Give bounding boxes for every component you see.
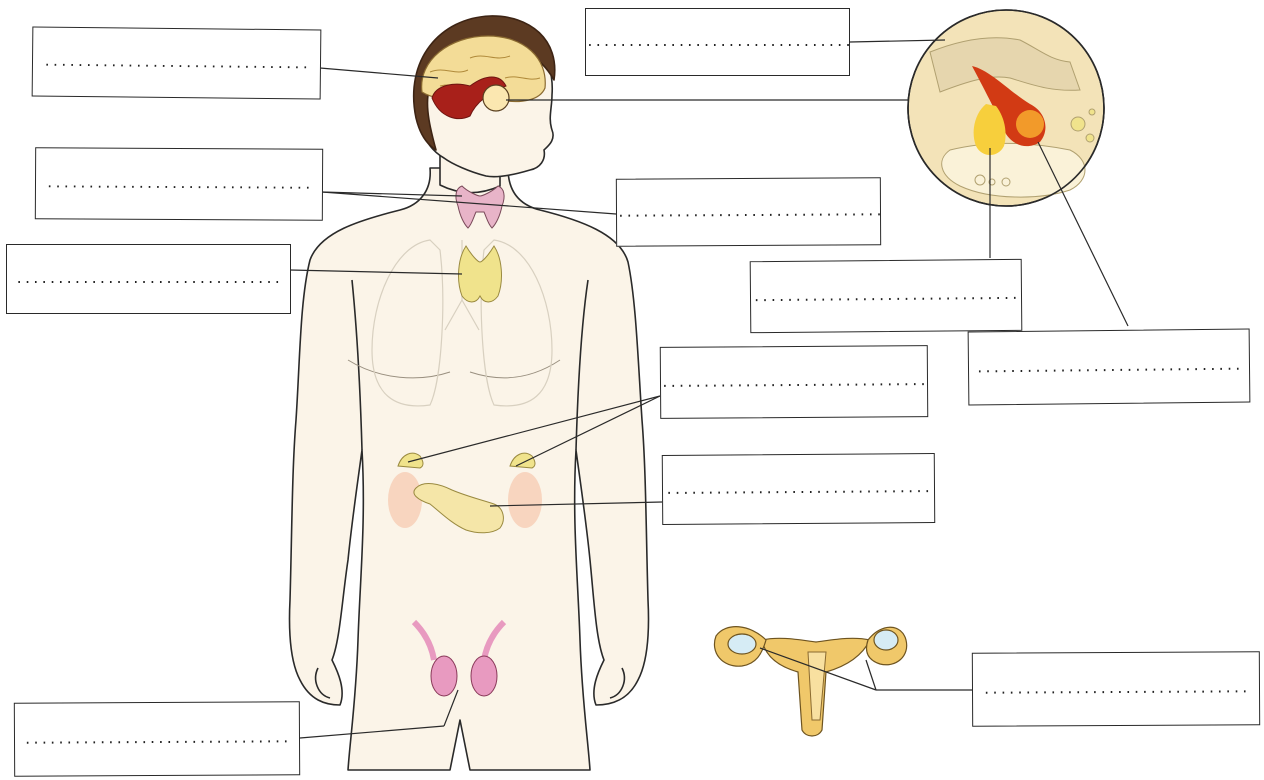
kidney-left — [388, 472, 422, 528]
label-dots: ................................ — [976, 358, 1243, 376]
label-box-adrenal[interactable]: ................................ — [660, 345, 928, 419]
label-dots: ................................ — [983, 681, 1250, 697]
label-dots: ................................ — [24, 731, 291, 747]
label-box-anterior-pituitary[interactable]: ................................ — [968, 329, 1251, 406]
label-box-posterior-pituitary[interactable]: ................................ — [750, 259, 1023, 333]
label-box-hypothalamus[interactable]: ................................ — [32, 26, 322, 99]
label-dots: ................................ — [15, 272, 281, 287]
label-dots: ................................ — [753, 287, 1020, 304]
pituitary-inset — [908, 10, 1104, 206]
label-dots: ................................ — [617, 204, 880, 220]
label-box-thymus[interactable]: ................................ — [6, 244, 291, 314]
uterus-ovaries — [714, 627, 906, 736]
label-box-thyroid[interactable]: ................................ — [616, 177, 881, 246]
human-body — [289, 16, 648, 770]
label-dots: ................................ — [46, 176, 313, 192]
label-box-pancreas[interactable]: ................................ — [662, 453, 935, 525]
label-dots: ................................ — [661, 374, 927, 391]
pituitary-highlight — [483, 85, 509, 111]
label-box-pituitary-top[interactable]: ................................ — [585, 8, 850, 76]
label-dots: ................................ — [43, 54, 310, 72]
label-box-testes[interactable]: ................................ — [14, 701, 300, 776]
label-box-ovaries[interactable]: ................................ — [972, 651, 1260, 727]
label-dots: ................................ — [665, 481, 932, 498]
kidney-right — [508, 472, 542, 528]
label-box-parathyroid[interactable]: ................................ — [35, 147, 323, 221]
label-dots: ................................ — [586, 35, 849, 50]
